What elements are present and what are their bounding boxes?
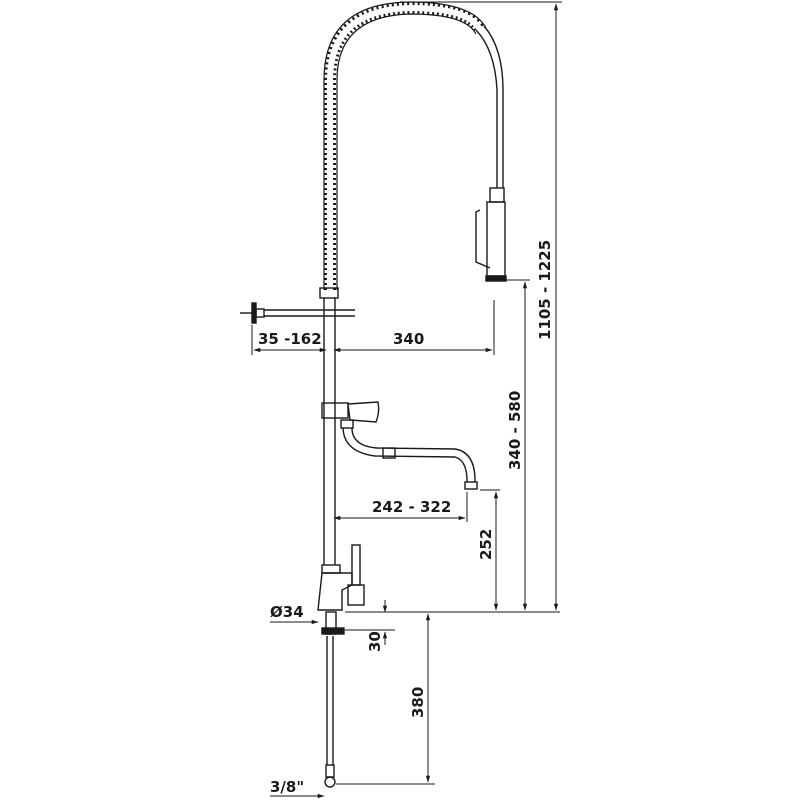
dim-wall-bracket-reach: 35 -162 — [258, 330, 322, 348]
dim-supply-hose-length: 380 — [409, 687, 427, 718]
spring-coil — [323, 1, 487, 290]
dim-mounting-thread-height: 30 — [366, 631, 384, 652]
dim-spray-head-reach: 340 — [393, 330, 424, 348]
filler-valve — [321, 401, 478, 490]
dim-base-diameter: Ø34 — [270, 603, 304, 621]
dim-supply-connection: 3/8" — [270, 778, 304, 796]
dim-filler-spout-reach: 242 - 322 — [372, 498, 451, 516]
supply-hose — [321, 611, 345, 788]
dim-filler-spout-height: 252 — [477, 529, 495, 560]
riser-pipe — [319, 287, 339, 565]
mixer-body — [317, 544, 365, 611]
dim-total-height: 1105 - 1225 — [536, 240, 554, 340]
dimension-lines — [251, 1, 562, 799]
wall-bracket — [240, 302, 355, 324]
gooseneck-tube — [475, 25, 504, 188]
dim-spray-head-height: 340 - 580 — [506, 391, 524, 470]
spray-head — [475, 187, 507, 282]
